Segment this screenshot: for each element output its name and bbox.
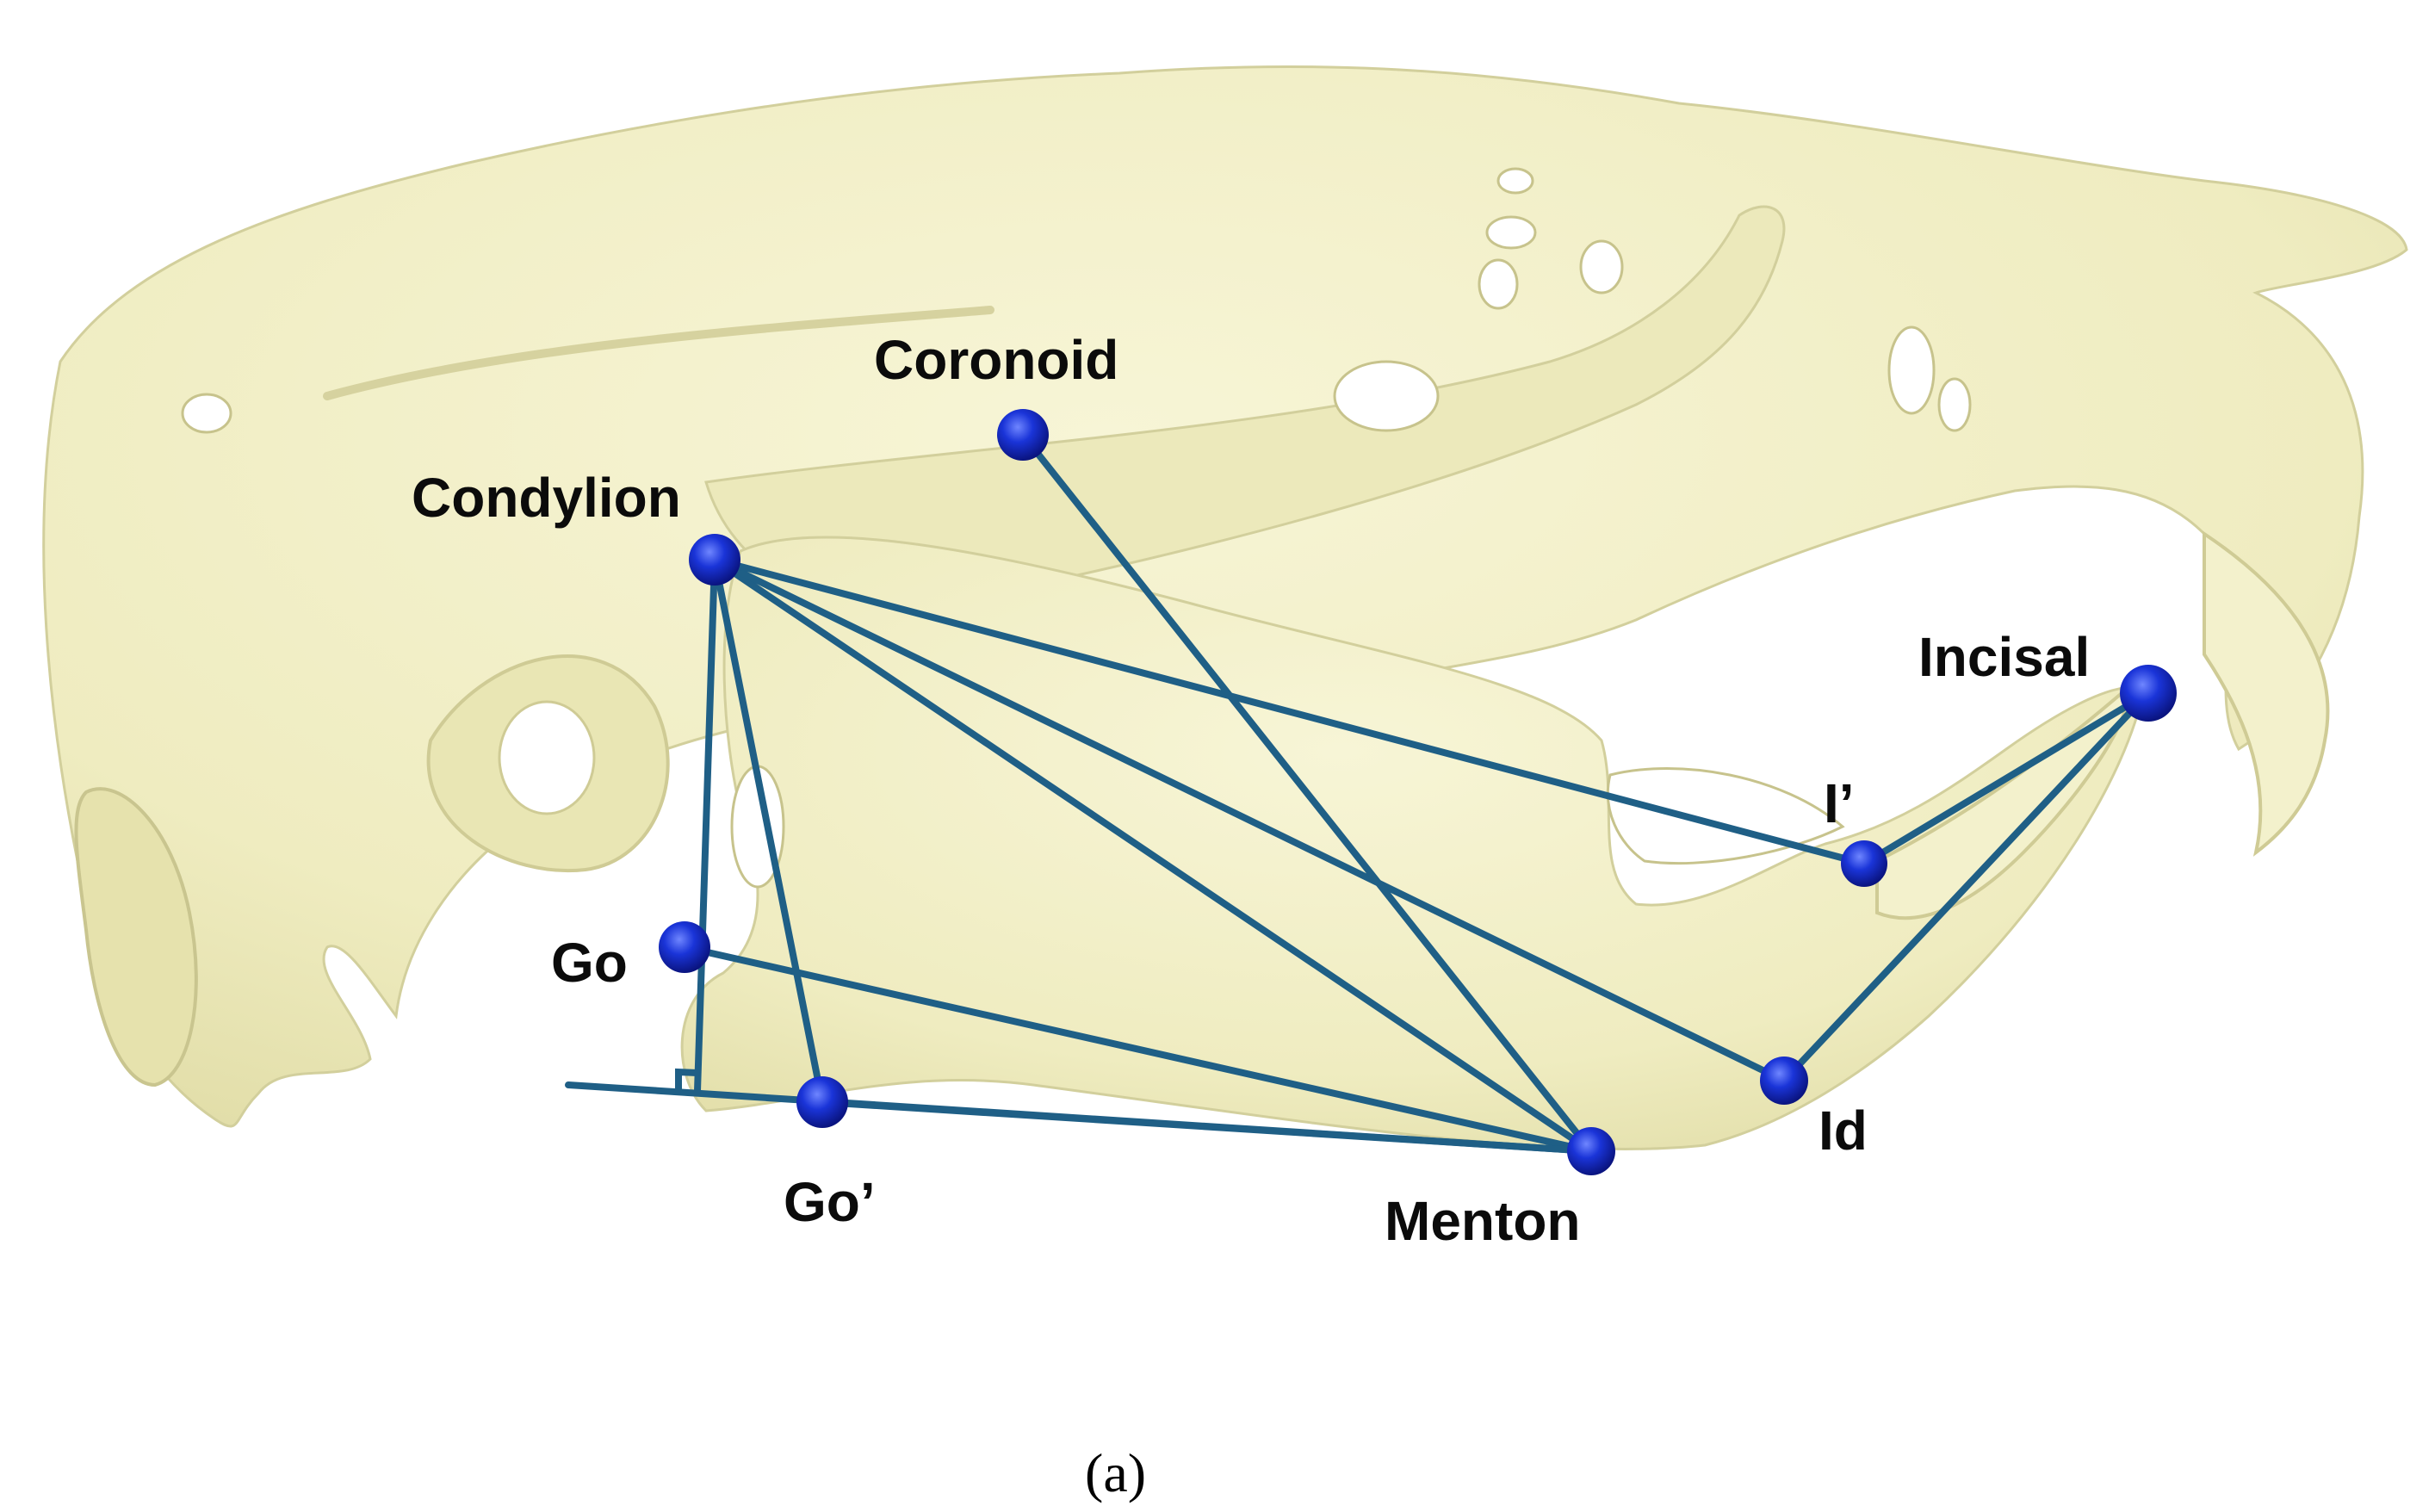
label-id: Id [1819, 1100, 1868, 1162]
line-condylion-go-prime [711, 556, 826, 1106]
label-incisal: Incisal [1918, 626, 2090, 688]
skull-illustration [42, 65, 2408, 1151]
orbital-foramen-4 [1579, 239, 1624, 294]
right-angle-marker [675, 1068, 701, 1094]
orbital-foramen-2 [1485, 215, 1537, 250]
line-condylion-id [711, 556, 1788, 1084]
line-condylion-i-prime [711, 556, 1868, 867]
label-go: Go [551, 932, 628, 994]
maxillary-foramen-2 [1937, 377, 1972, 432]
marker-go [659, 921, 710, 973]
label-condylion: Condylion [412, 467, 681, 529]
cranial-foramen [181, 393, 232, 434]
marker-go-prime [796, 1076, 848, 1128]
cranium-shape [42, 65, 2408, 1128]
temporal-ridge [323, 306, 994, 400]
marker-condylion [689, 534, 740, 586]
marker-coronoid [997, 409, 1049, 461]
label-coronoid: Coronoid [874, 329, 1118, 391]
occipital-disk [74, 787, 198, 1088]
landmark-markers [659, 409, 2177, 1175]
orbital-foramen-1 [1496, 167, 1534, 195]
label-go-prime: Go’ [784, 1171, 876, 1233]
marker-incisal [2120, 665, 2177, 722]
orbital-foramen-3 [1478, 258, 1519, 310]
landmark-labels: Coronoid Condylion Incisal I’ Go Go’ Men… [412, 329, 2090, 1252]
line-incisal-id [1781, 690, 2152, 1084]
marker-id [1760, 1057, 1808, 1105]
figure-caption: (a) [1085, 1442, 1146, 1503]
label-i-prime: I’ [1824, 772, 1855, 834]
line-incisal-i-prime [1861, 690, 2152, 867]
line-go-menton [681, 944, 1595, 1155]
mandibular-plane-line [565, 1081, 1595, 1155]
marker-menton [1567, 1127, 1615, 1175]
label-menton: Menton [1385, 1190, 1581, 1252]
line-condylion-perpendicular [694, 556, 718, 1094]
line-coronoid-menton [1019, 431, 1595, 1155]
measurement-lines [565, 431, 2152, 1155]
maxillary-foramen-1 [1887, 325, 1936, 415]
mandible-shape [680, 536, 2146, 1151]
orbital-foramen-5 [1333, 360, 1440, 432]
ear-canal-opening [498, 700, 596, 815]
line-condylion-menton [711, 556, 1595, 1155]
upper-incisor [2203, 530, 2330, 857]
marker-i-prime [1841, 840, 1887, 887]
